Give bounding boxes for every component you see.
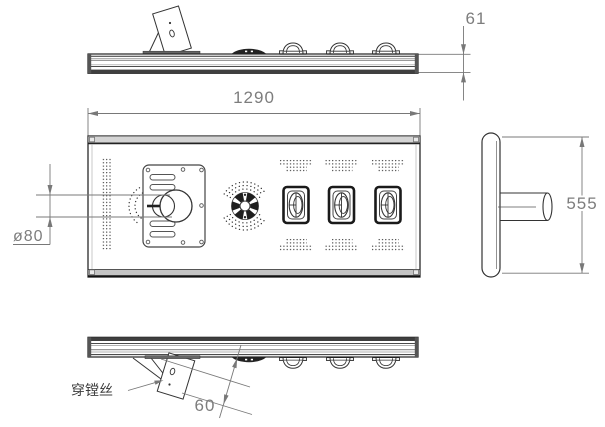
led-dome-side [278,42,308,55]
lamp-bar-top [87,53,419,74]
dim-text-60: 60 [195,396,216,415]
bottom-profile-view: 60 穿镗丝 [71,336,419,419]
vent-strip-left [102,158,112,251]
dimension-60: 60 [160,344,253,419]
dimension-61: 61 [418,9,487,101]
led-module [374,185,402,225]
top-profile-view [87,5,419,74]
threading-wire-label: 穿镗丝 [71,383,113,399]
mounting-plate [142,164,206,248]
dim-text-61: 61 [466,9,487,28]
fan-cover-side [231,48,267,55]
mounting-bracket-bottom [132,352,201,400]
pole-mount-cylinder [498,192,553,222]
threading-wire-callout: 穿镗丝 [71,380,164,399]
dim-text-1290: 1290 [233,88,275,107]
cooling-fan [223,181,267,231]
dimension-phi80: ø80 [13,164,172,245]
mounting-bracket-top [142,5,201,57]
dimension-555: 555 [502,136,602,274]
led-dome-side [325,356,355,369]
lamp-bar-bottom [87,336,419,358]
top-rail [87,135,421,144]
led-module [327,185,356,225]
housing-end [481,132,501,278]
dim-text-555: 555 [566,194,597,213]
dim-text-phi80: ø80 [13,228,44,245]
dimension-1290: 1290 [87,88,421,137]
led-dome-side [278,356,308,369]
led-dome-side [371,42,401,55]
led-dome-side [325,42,355,55]
led-dome-side [371,356,401,369]
led-module [282,185,310,225]
plan-view [87,135,421,278]
end-view [481,132,553,278]
